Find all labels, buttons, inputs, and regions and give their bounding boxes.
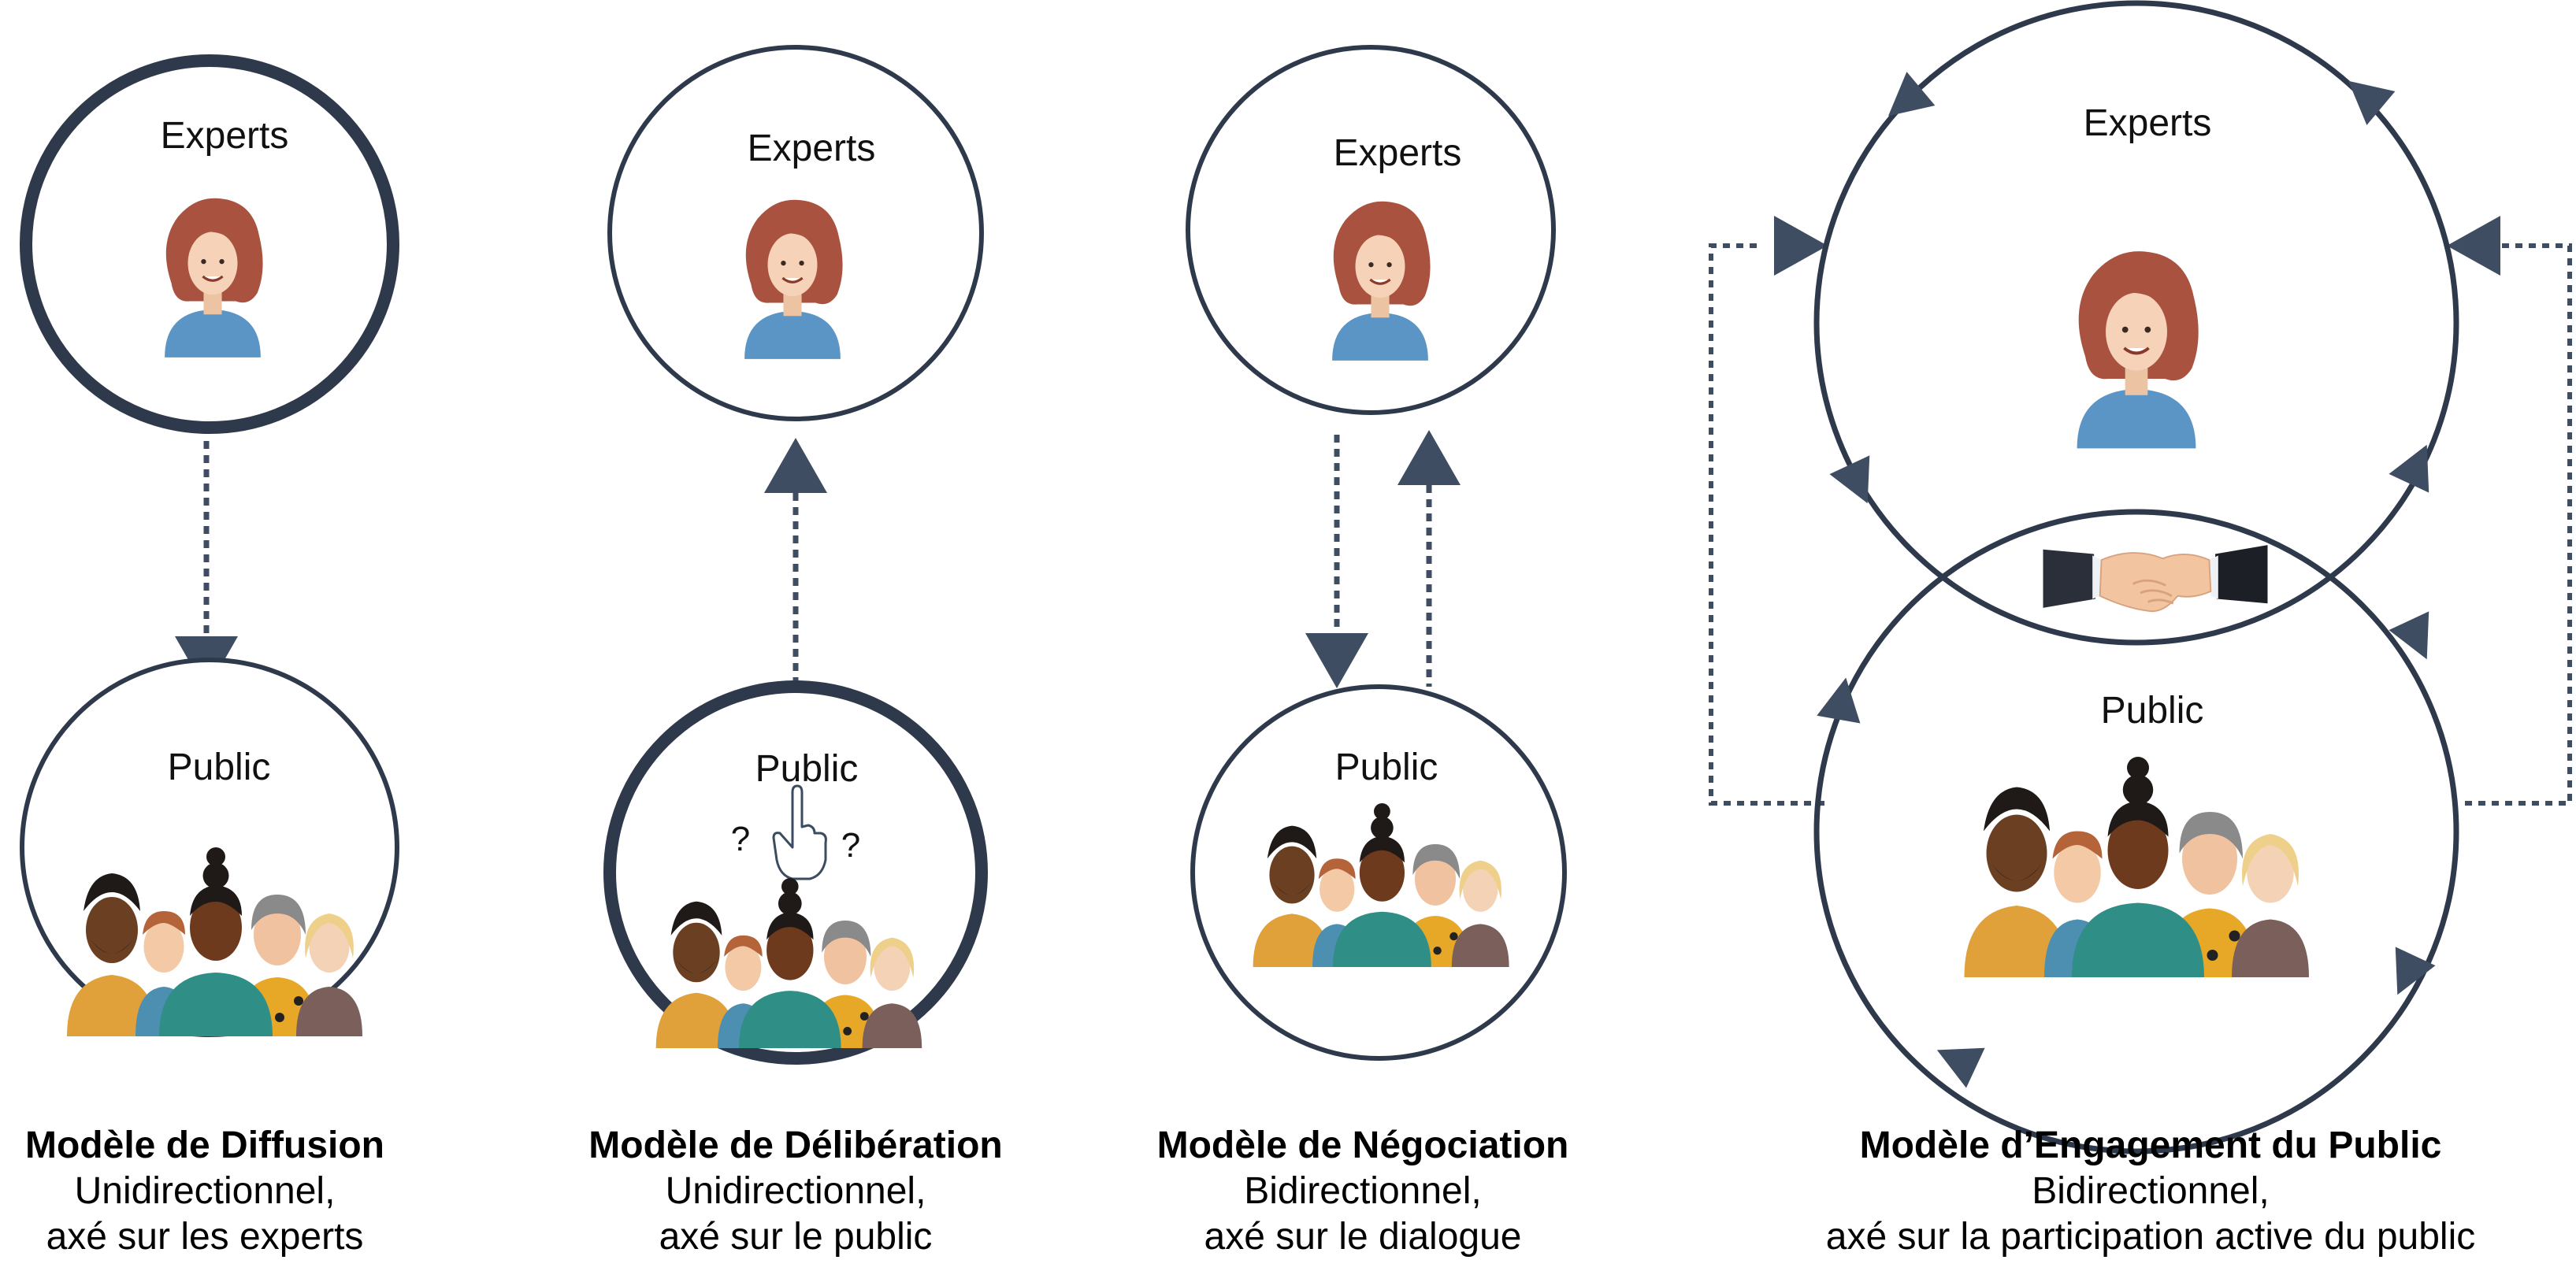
model-direction: Bidirectionnel, [1244,1170,1482,1212]
arrow-icon [2389,435,2448,493]
arrow-icon [2377,947,2436,1005]
expert-avatar-icon [743,198,844,361]
model-title: Modèle d’Engagement du Public [1859,1125,2442,1166]
question-mark: ? [841,826,860,865]
experts-label: Experts [161,115,289,157]
arrow-up-icon [1397,430,1461,485]
expert-avatar-icon [163,197,265,359]
expert-avatar-icon [1331,200,1432,362]
model-focus: axé sur le public [659,1216,933,1258]
arrow-down-icon [1305,633,1368,688]
expert-avatar-icon [2075,250,2200,450]
experts-label: Experts [748,128,876,169]
model-engagement: Experts Public [1709,0,2572,1154]
experts-label: Experts [2084,102,2212,144]
model-diffusion: Experts Public [20,54,399,1037]
model-title: Modèle de Diffusion [25,1125,384,1166]
model-title: Modèle de Négociation [1156,1125,1569,1166]
handshake-icon [2042,543,2269,613]
arrow-icon [2389,611,2448,669]
experts-circle [1813,0,2459,646]
public-label: Public [2101,690,2204,732]
question-mark: ? [731,820,750,858]
public-label: Public [755,748,859,790]
model-direction: Bidirectionnel, [2032,1170,2270,1212]
model-deliberation: Experts Public ? ? [603,45,988,1065]
model-direction: Unidirectionnel, [665,1170,926,1212]
public-label: Public [1335,747,1438,788]
loop-left [1709,243,1826,806]
arrow-icon [1829,455,1888,513]
caption-deliberation: Modèle de Délibération Unidirectionnel, … [551,1123,1040,1260]
crowd-icon [1964,757,2309,977]
caption-negotiation: Modèle de Négociation Bidirectionnel, ax… [1127,1123,1599,1260]
model-direction: Unidirectionnel, [74,1170,336,1212]
arrow-icon [2334,64,2396,125]
model-title: Modèle de Délibération [588,1125,1003,1166]
model-focus: axé sur les experts [46,1216,364,1258]
public-label: Public [168,747,271,788]
loop-right [2459,243,2572,806]
model-focus: axé sur la participation active du publi… [1825,1216,2476,1258]
model-negotiation: Experts Public [1186,45,1567,1061]
experts-label: Experts [1334,132,1462,174]
arrow-left-icon [2447,216,2500,276]
public-circle [1813,509,2459,1154]
caption-diffusion: Modèle de Diffusion Unidirectionnel, axé… [0,1123,410,1260]
caption-engagement: Modèle d’Engagement du Public Bidirectio… [1765,1123,2537,1260]
arrow-icon [1817,673,1868,724]
model-focus: axé sur le dialogue [1204,1216,1522,1258]
arrow-up-icon [764,438,827,493]
